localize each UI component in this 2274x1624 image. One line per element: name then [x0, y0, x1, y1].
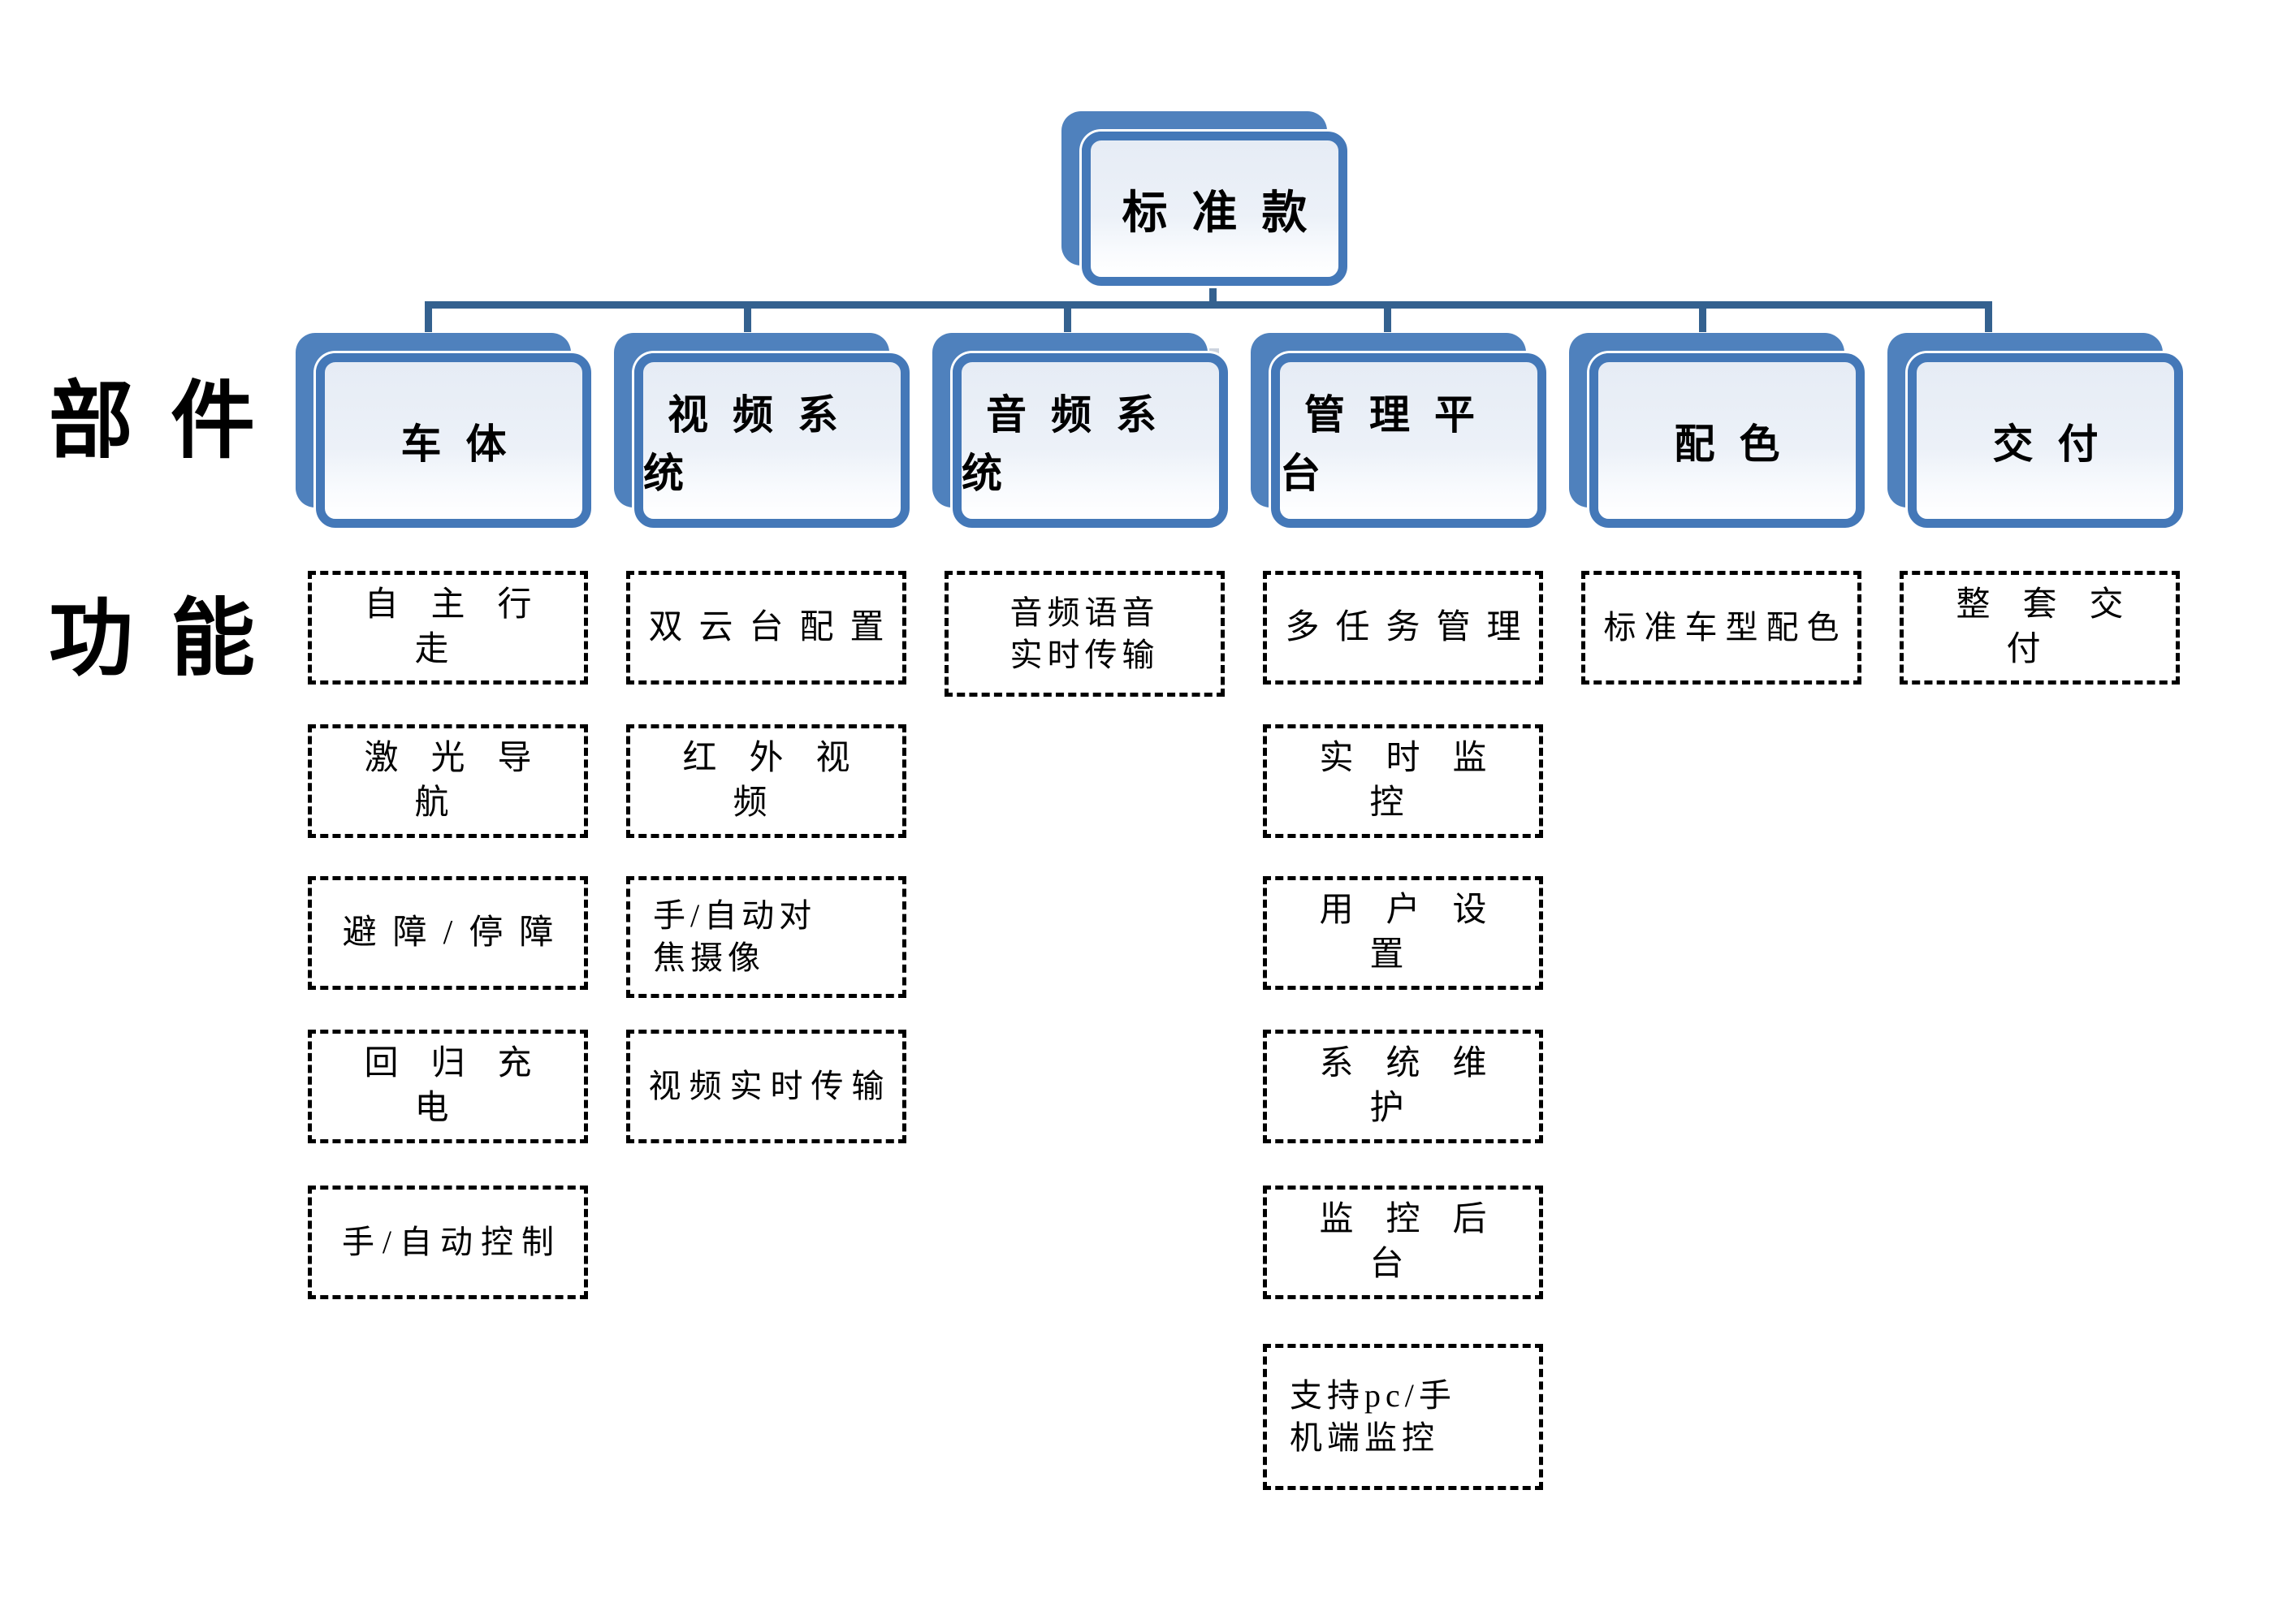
- function-box-delivery-1: 整套交付: [1900, 571, 2180, 685]
- row-label-components: 部件: [49, 375, 293, 469]
- column-node-delivery: 交付: [1887, 333, 2183, 528]
- function-box-color-1: 标准车型配色: [1581, 571, 1861, 685]
- function-box-video-2: 红外视频: [626, 724, 906, 838]
- column-node-box: 音频系统: [953, 353, 1228, 528]
- column-node-label: 配色: [1674, 421, 1805, 467]
- connector-tick-3: [1064, 301, 1071, 332]
- function-box-video-3: 手/自动对 焦摄像: [626, 876, 906, 998]
- function-box-mgmt-5: 监控后台: [1263, 1186, 1543, 1299]
- column-node-box: 视频系统: [634, 353, 910, 528]
- column-node-body: 车体: [296, 333, 591, 528]
- connector-horizontal: [425, 301, 1992, 309]
- column-node-audio-system: 音频系统: [932, 333, 1228, 528]
- column-node-management-platform: 管理平台: [1251, 333, 1546, 528]
- function-box-body-5: 手/自动控制: [308, 1186, 588, 1299]
- column-node-box: 交付: [1908, 353, 2183, 528]
- function-box-body-4: 回归充电: [308, 1030, 588, 1143]
- column-node-box: 管理平台: [1271, 353, 1546, 528]
- function-box-video-1: 双云台配置: [626, 571, 906, 685]
- connector-tick-5: [1699, 301, 1706, 332]
- column-node-label: 音频系统: [962, 391, 1181, 496]
- column-node-label: 车体: [400, 421, 531, 467]
- root-node: 标准款: [1061, 111, 1347, 384]
- connector-tick-1: [425, 301, 432, 332]
- function-box-video-4: 视频实时传输: [626, 1030, 906, 1143]
- connector-root-stem: [1209, 283, 1217, 305]
- function-box-body-3: 避障/停障: [308, 876, 588, 990]
- function-box-audio-1: 音频语音 实时传输: [945, 571, 1225, 697]
- function-box-body-2: 激光导航: [308, 724, 588, 838]
- column-node-label: 管理平台: [1280, 391, 1499, 496]
- row-label-functions: 功能: [49, 593, 293, 686]
- function-box-mgmt-3: 用户设置: [1263, 876, 1543, 990]
- connector-tick-6: [1985, 301, 1992, 332]
- connector-tick-4: [1384, 301, 1391, 332]
- column-node-box: 车体: [316, 353, 591, 528]
- column-node-video-system: 视频系统: [614, 333, 910, 528]
- column-node-color-scheme: 配色: [1569, 333, 1865, 528]
- function-box-mgmt-2: 实时监控: [1263, 724, 1543, 838]
- root-node-label: 标准款: [1122, 188, 1332, 239]
- column-node-label: 交付: [1992, 421, 2123, 467]
- column-node-box: 配色: [1589, 353, 1865, 528]
- function-box-mgmt-4: 系统维护: [1263, 1030, 1543, 1143]
- root-node-box: 标准款: [1082, 132, 1347, 286]
- function-box-body-1: 自主行走: [308, 571, 588, 685]
- connector-tick-2: [744, 301, 751, 332]
- function-box-mgmt-1: 多任务管理: [1263, 571, 1543, 685]
- column-node-label: 视频系统: [643, 391, 862, 496]
- function-box-mgmt-6: 支持pc/手 机端监控: [1263, 1344, 1543, 1490]
